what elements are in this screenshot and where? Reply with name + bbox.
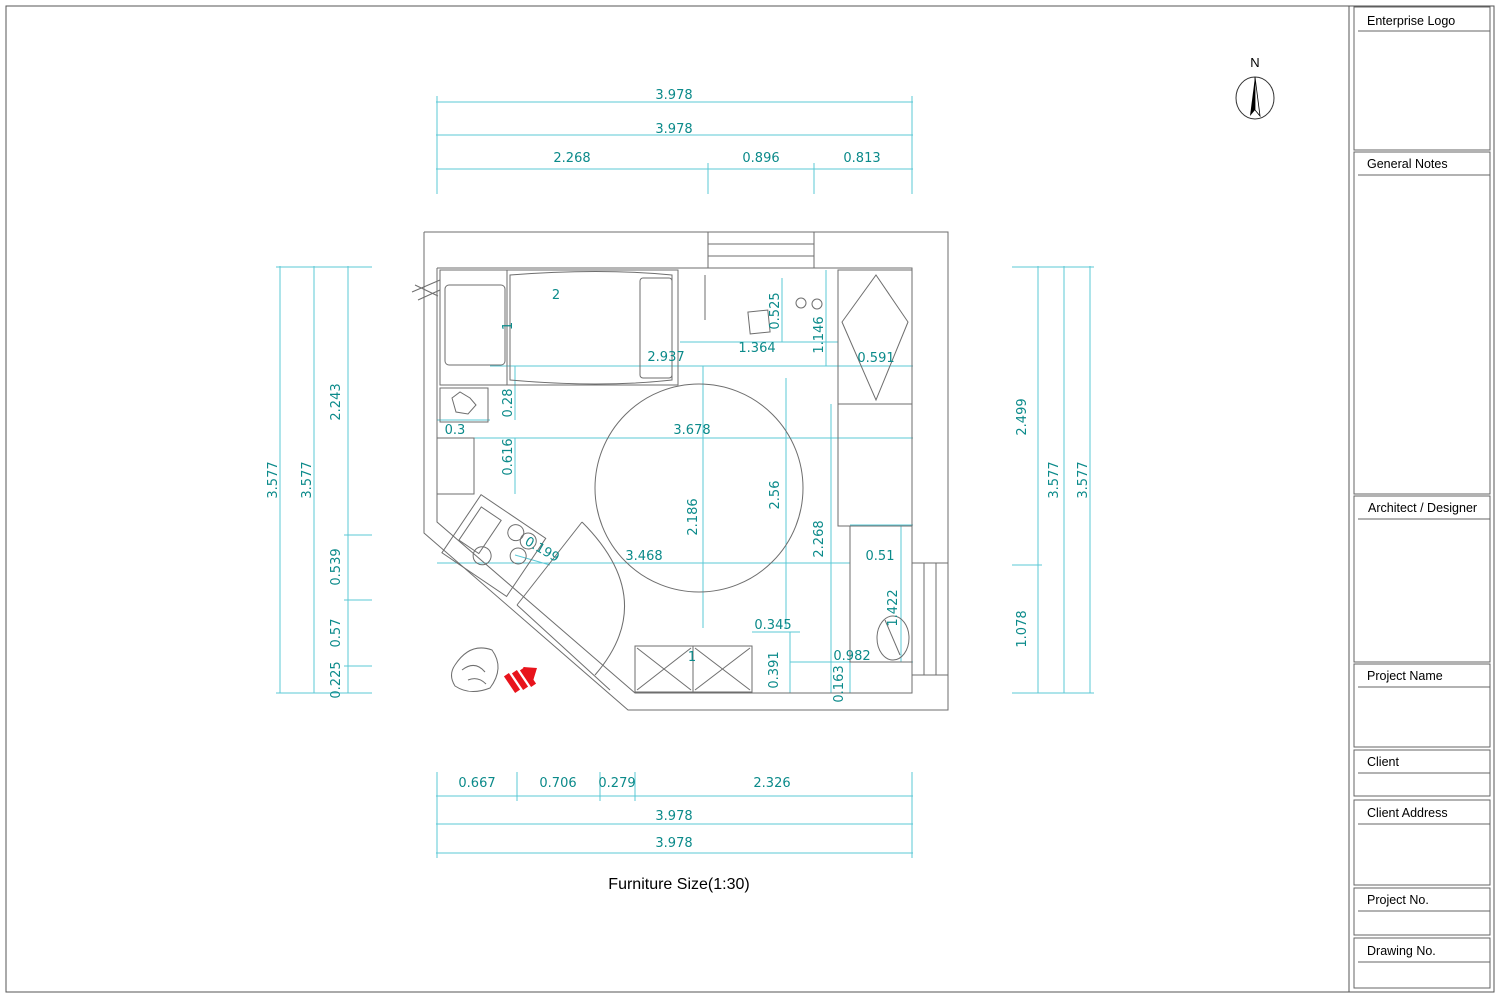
dim-top-seg-2: 0.896 <box>742 151 779 166</box>
general-notes-label: General Notes <box>1367 157 1448 171</box>
dim-inner-256: 2.56 <box>768 481 783 510</box>
dim-bottom-seg-4: 2.326 <box>753 776 790 791</box>
dim-inner-2186: 2.186 <box>686 498 701 535</box>
dim-left-seg-1: 2.243 <box>329 383 344 420</box>
architect-label: Architect / Designer <box>1368 501 1477 515</box>
dim-left-seg-3: 0.57 <box>329 619 344 648</box>
sheet-border <box>5 5 1495 993</box>
dim-right-overall-2: 3.577 <box>1076 461 1091 498</box>
dim-top-overall-1: 3.978 <box>655 88 692 103</box>
dim-top-seg-1: 2.268 <box>553 151 590 166</box>
dim-bottom-seg-3: 0.279 <box>598 776 635 791</box>
project-no-label: Project No. <box>1367 893 1429 907</box>
dim-inner-0525: 0.525 <box>768 292 783 329</box>
floor-plan <box>411 231 949 711</box>
dim-inner-3678: 3.678 <box>673 423 710 438</box>
pillow-label: 1 <box>501 322 516 330</box>
dim-inner-0616: 0.616 <box>501 438 516 475</box>
dim-inner-1422: 1.422 <box>886 589 901 626</box>
dim-right-seg-2: 1.078 <box>1015 610 1030 647</box>
bed-label: 2 <box>552 288 560 303</box>
dim-inner-028: 0.28 <box>501 389 516 418</box>
dim-inner-0591: 0.591 <box>857 351 894 366</box>
north-arrow-icon <box>1235 76 1275 120</box>
dim-inner-2268: 2.268 <box>812 520 827 557</box>
dim-left-overall-2: 3.577 <box>300 461 315 498</box>
entry-arrow-icon <box>503 667 537 693</box>
dim-bottom-seg-2: 0.706 <box>539 776 576 791</box>
dim-right-seg-1: 2.499 <box>1015 398 1030 435</box>
dim-inner-0391: 0.391 <box>767 651 782 688</box>
drawing-caption: Furniture Size(1:30) <box>608 876 749 893</box>
dim-left-overall-1: 3.577 <box>266 461 281 498</box>
dim-inner-03: 0.3 <box>445 423 466 438</box>
client-address-label: Client Address <box>1367 806 1448 820</box>
title-block <box>1353 6 1491 989</box>
dimension-lines <box>276 96 1094 858</box>
dim-top-overall-2: 3.978 <box>655 122 692 137</box>
dim-right-overall-1: 3.577 <box>1047 461 1062 498</box>
dim-bottom-overall-2: 3.978 <box>655 836 692 851</box>
dim-bottom-seg-1: 0.667 <box>458 776 495 791</box>
dim-inner-2937: 2.937 <box>647 350 684 365</box>
dim-bottom-overall-1: 3.978 <box>655 809 692 824</box>
dim-left-seg-4: 0.225 <box>329 661 344 698</box>
cabinet-label: 1 <box>688 650 696 665</box>
north-label: N <box>1250 55 1259 70</box>
dim-inner-1146: 1.146 <box>812 316 827 353</box>
dim-inner-0199: 0.199 <box>522 534 562 566</box>
enterprise-logo-label: Enterprise Logo <box>1367 14 1455 28</box>
dim-inner-0163: 0.163 <box>832 665 847 702</box>
dim-inner-0982: 0.982 <box>833 649 870 664</box>
dim-left-seg-2: 0.539 <box>329 548 344 585</box>
drawing-no-label: Drawing No. <box>1367 944 1436 958</box>
dim-inner-3468: 3.468 <box>625 549 662 564</box>
client-label: Client <box>1367 755 1399 769</box>
project-name-label: Project Name <box>1367 669 1443 683</box>
dim-top-seg-3: 0.813 <box>843 151 880 166</box>
dim-inner-051: 0.51 <box>866 549 895 564</box>
dim-inner-0345: 0.345 <box>754 618 791 633</box>
dimension-texts: 3.978 3.978 2.268 0.896 0.813 0.667 0.70… <box>266 88 1091 851</box>
dim-inner-1364: 1.364 <box>738 341 775 356</box>
